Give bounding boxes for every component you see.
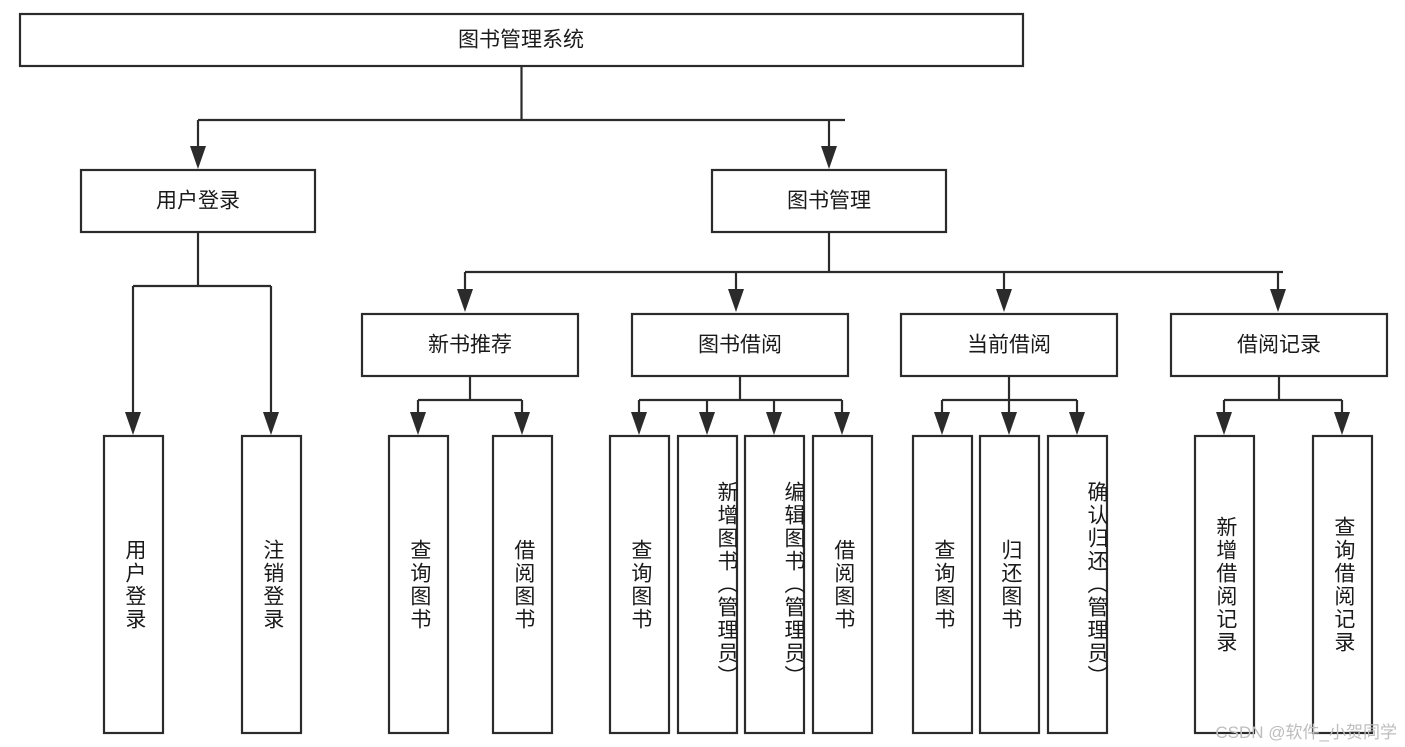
node-new-book-recommend-label: 新书推荐 <box>428 334 512 357</box>
leaf-box-bb-edit-book[interactable] <box>743 434 806 735</box>
leaf-boxes-new-book-recommend <box>387 434 554 735</box>
connector-group-borrow-record <box>1216 376 1350 435</box>
node-borrow-record-label: 借阅记录 <box>1237 334 1321 357</box>
leaf-boxes-current-borrow <box>911 434 1109 735</box>
leaf-box-nb-query-book[interactable] <box>387 434 450 735</box>
arrow-head-book-mgmt <box>821 146 837 169</box>
node-book-management[interactable]: 图书管理 <box>710 168 948 234</box>
node-current-borrow-box[interactable] <box>899 312 1119 378</box>
arrow-head-nb-leaf-2 <box>514 412 530 435</box>
node-new-book-recommend[interactable]: 新书推荐 <box>360 312 580 378</box>
connector-group-current-borrow <box>934 376 1085 435</box>
arrow-head-br-leaf-2 <box>1334 412 1350 435</box>
leaf-box-logout[interactable] <box>240 434 303 735</box>
node-user-login-label: 用户登录 <box>156 190 240 213</box>
arrow-head-cb-leaf-3 <box>1069 412 1085 435</box>
arrow-head-cb-leaf-2 <box>1001 412 1017 435</box>
node-root[interactable]: 图书管理系统 <box>18 12 1025 68</box>
arrow-head-current-borrow <box>996 289 1012 312</box>
node-borrow-record-box[interactable] <box>1169 312 1389 378</box>
arrow-head-book-borrow <box>728 289 744 312</box>
arrow-head-leaf-user-login <box>125 412 141 435</box>
arrow-head-borrow-record <box>1270 289 1286 312</box>
node-borrow-record[interactable]: 借阅记录 <box>1169 312 1389 378</box>
arrow-head-bb-leaf-3 <box>766 412 782 435</box>
leaf-box-bb-query-book[interactable] <box>608 434 671 735</box>
arrow-head-user-login <box>190 146 206 169</box>
connector-group-book-borrow <box>631 376 850 435</box>
arrow-head-bb-leaf-1 <box>631 412 647 435</box>
leaf-box-bb-add-book[interactable] <box>676 434 739 735</box>
node-root-label: 图书管理系统 <box>458 29 584 52</box>
arrow-head-nb-leaf-1 <box>410 412 426 435</box>
arrow-head-bb-leaf-4 <box>834 412 850 435</box>
connector-group-new-book <box>410 376 530 435</box>
arrow-head-leaf-logout <box>263 412 279 435</box>
node-book-borrow[interactable]: 图书借阅 <box>630 312 850 378</box>
node-current-borrow[interactable]: 当前借阅 <box>899 312 1119 378</box>
connector-group-user-login <box>125 233 279 435</box>
node-user-login-box[interactable] <box>79 168 317 234</box>
connector-group-root <box>190 66 845 169</box>
arrow-head-cb-leaf-1 <box>934 412 950 435</box>
arrow-head-bb-leaf-2 <box>699 412 715 435</box>
node-book-borrow-label: 图书借阅 <box>698 334 782 357</box>
arrow-head-new-book <box>457 289 473 312</box>
node-current-borrow-label: 当前借阅 <box>967 334 1051 357</box>
node-book-management-box[interactable] <box>710 168 948 234</box>
leaf-box-br-query-record[interactable] <box>1311 434 1374 735</box>
leaf-box-user-login[interactable] <box>102 434 165 735</box>
leaf-box-bb-borrow-book[interactable] <box>811 434 874 735</box>
node-book-management-label: 图书管理 <box>787 190 871 213</box>
connector-group-book-mgmt <box>457 233 1286 312</box>
leaf-box-cb-return-book[interactable] <box>978 434 1041 735</box>
leaf-boxes-borrow-record <box>1193 434 1374 735</box>
leaf-boxes-book-borrow <box>608 434 874 735</box>
arrow-head-br-leaf-1 <box>1216 412 1232 435</box>
leaf-boxes-user-login <box>102 434 303 735</box>
node-new-book-recommend-box[interactable] <box>360 312 580 378</box>
node-user-login[interactable]: 用户登录 <box>79 168 317 234</box>
node-book-borrow-box[interactable] <box>630 312 850 378</box>
leaf-box-cb-query-book[interactable] <box>911 434 974 735</box>
leaf-box-cb-confirm-return[interactable] <box>1046 434 1109 735</box>
leaf-box-nb-borrow-book[interactable] <box>491 434 554 735</box>
leaf-box-br-add-record[interactable] <box>1193 434 1256 735</box>
node-root-box[interactable] <box>18 12 1025 68</box>
